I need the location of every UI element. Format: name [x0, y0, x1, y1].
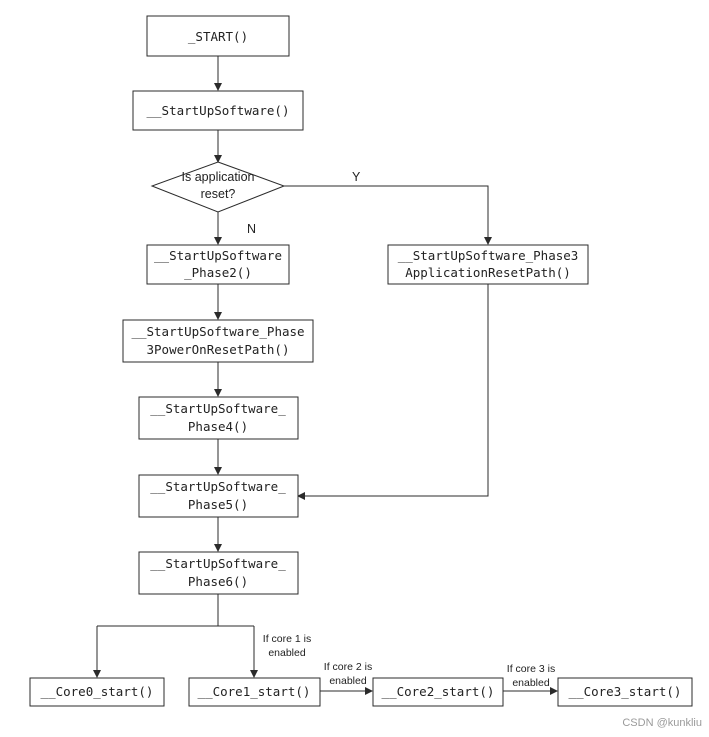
node-phase4: __StartUpSoftware_ Phase4() — [138, 396, 299, 440]
node-start: _START() — [146, 15, 290, 57]
node-startup-software: __StartUpSoftware() — [132, 90, 304, 131]
node-phase3-app-line2: ApplicationResetPath() — [405, 265, 571, 280]
node-core2: __Core2_start() — [372, 677, 504, 707]
edge-label-core1-line1: If core 1 is — [263, 633, 311, 645]
watermark: CSDN @kunkliu — [622, 717, 702, 729]
edge-decision-to-phase3-app — [284, 185, 492, 245]
edge-label-yes: Y — [352, 170, 361, 184]
edge-label-no: N — [247, 222, 256, 236]
node-core2-label: __Core2_start() — [382, 684, 495, 699]
node-phase6-line1: __StartUpSoftware_ — [150, 556, 286, 571]
node-phase3-app-line1: __StartUpSoftware_Phase3 — [398, 248, 579, 263]
node-phase2-line2: _Phase2() — [184, 265, 252, 280]
node-phase3-por: __StartUpSoftware_Phase 3PowerOnResetPat… — [122, 319, 314, 363]
node-phase6: __StartUpSoftware_ Phase6() — [138, 551, 299, 595]
node-phase4-line2: Phase4() — [188, 419, 248, 434]
node-decision: Is application reset? — [150, 161, 286, 213]
node-phase4-line1: __StartUpSoftware_ — [150, 401, 286, 416]
node-core0-label: __Core0_start() — [41, 684, 154, 699]
node-decision-line2: reset? — [201, 187, 236, 201]
edge-label-core3-line2: enabled — [512, 677, 550, 689]
edges — [93, 56, 558, 695]
node-phase3-app: __StartUpSoftware_Phase3 ApplicationRese… — [387, 244, 589, 285]
node-phase6-line2: Phase6() — [188, 574, 248, 589]
node-phase5: __StartUpSoftware_ Phase5() — [138, 474, 299, 518]
edge-label-core1-line2: enabled — [268, 647, 306, 659]
node-phase3-por-line2: 3PowerOnResetPath() — [147, 342, 290, 357]
node-core1-label: __Core1_start() — [198, 684, 311, 699]
edge-label-core3-line1: If core 3 is — [507, 663, 555, 675]
node-start-label: _START() — [188, 29, 248, 44]
node-decision-line1: Is application — [182, 170, 255, 184]
node-core1: __Core1_start() — [188, 677, 321, 707]
node-core3: __Core3_start() — [557, 677, 693, 707]
node-phase5-line2: Phase5() — [188, 497, 248, 512]
edge-phase3-app-to-phase5 — [297, 284, 489, 500]
node-phase2-line1: __StartUpSoftware — [154, 248, 282, 263]
edge-label-core2-line1: If core 2 is — [324, 661, 372, 673]
node-phase5-line1: __StartUpSoftware_ — [150, 479, 286, 494]
node-phase3-por-line1: __StartUpSoftware_Phase — [131, 324, 304, 339]
node-core3-label: __Core3_start() — [569, 684, 682, 699]
node-phase2: __StartUpSoftware _Phase2() — [146, 244, 290, 285]
edge-label-core2-line2: enabled — [329, 675, 367, 687]
node-startup-software-label: __StartUpSoftware() — [147, 103, 290, 118]
node-core0: __Core0_start() — [29, 677, 165, 707]
